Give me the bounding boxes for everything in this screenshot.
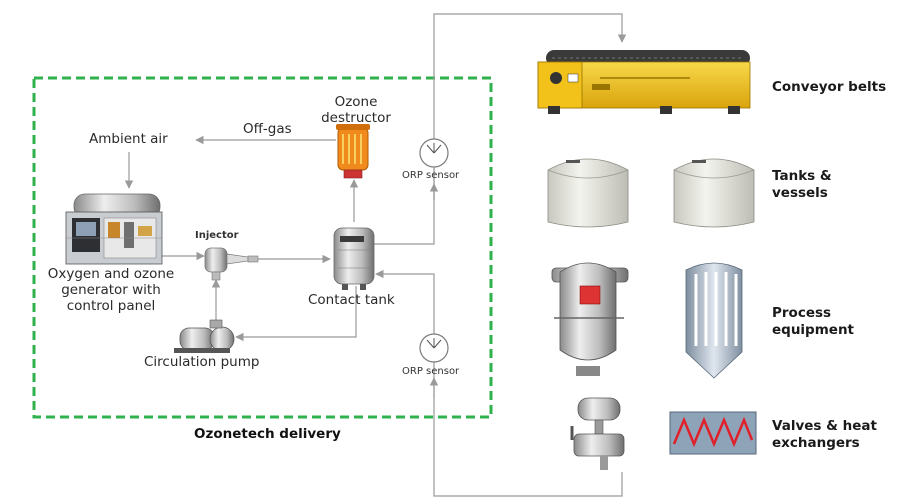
orp-sensor-icon: [419, 138, 449, 200]
off-gas-label: Off-gas: [243, 121, 292, 137]
generator-label: Oxygen and ozone generator with control …: [36, 266, 186, 314]
generator-icon: [65, 193, 163, 265]
delivery-label: Ozonetech delivery: [194, 426, 341, 442]
ozone-destructor-icon: [336, 124, 370, 179]
contact-tank-label: Contact tank: [308, 292, 395, 308]
ozone-destructor-line2: destructor: [321, 110, 391, 126]
orp-sensor-icon: [419, 333, 449, 363]
category-tanks-line1: Tanks &: [772, 168, 832, 184]
process-vessel-icon: [551, 262, 629, 376]
injector-icon: [204, 247, 259, 281]
flow-lines: [124, 13, 627, 497]
category-valves-line2: exchangers: [772, 435, 860, 451]
generator-label-line2: generator with: [61, 282, 161, 298]
conveyor-belt-icon: [537, 50, 751, 114]
heat-exchanger-icon: [669, 411, 757, 455]
category-conveyor-belts: Conveyor belts: [772, 79, 886, 96]
outflow-line: [374, 13, 627, 245]
category-tanks-line2: vessels: [772, 185, 828, 201]
ozone-destructor-label: Ozone destructor: [316, 94, 396, 126]
valve-icon: [570, 397, 625, 470]
pump-return-line: [235, 286, 357, 342]
tank-icon: [673, 158, 755, 228]
category-tanks-vessels: Tanks & vessels: [772, 168, 832, 202]
circulation-pump-label: Circulation pump: [144, 354, 260, 370]
category-process-equipment: Process equipment: [772, 305, 854, 339]
tank-icon: [547, 158, 629, 228]
delivery-boundary: [32, 76, 493, 419]
contact-tank-icon: [333, 227, 375, 290]
orp-sensor-label-top: ORP sensor: [402, 170, 460, 181]
generator-label-line3: control panel: [66, 298, 156, 314]
return-line: [375, 269, 623, 497]
filter-vessel-icon: [685, 262, 743, 379]
circulation-pump-icon: [174, 319, 235, 353]
category-process-line1: Process: [772, 305, 832, 321]
category-process-line2: equipment: [772, 322, 855, 338]
orp-sensor-label-bottom: ORP sensor: [402, 366, 460, 377]
category-valves-heat-exchangers: Valves & heat exchangers: [772, 418, 877, 452]
ozone-destructor-line1: Ozone: [334, 94, 378, 110]
injector-label: Injector: [195, 230, 239, 241]
ambient-air-label: Ambient air: [89, 131, 168, 147]
category-conveyor-line1: Conveyor belts: [772, 79, 887, 95]
generator-label-line1: Oxygen and ozone: [47, 266, 175, 282]
category-valves-line1: Valves & heat: [772, 418, 877, 434]
